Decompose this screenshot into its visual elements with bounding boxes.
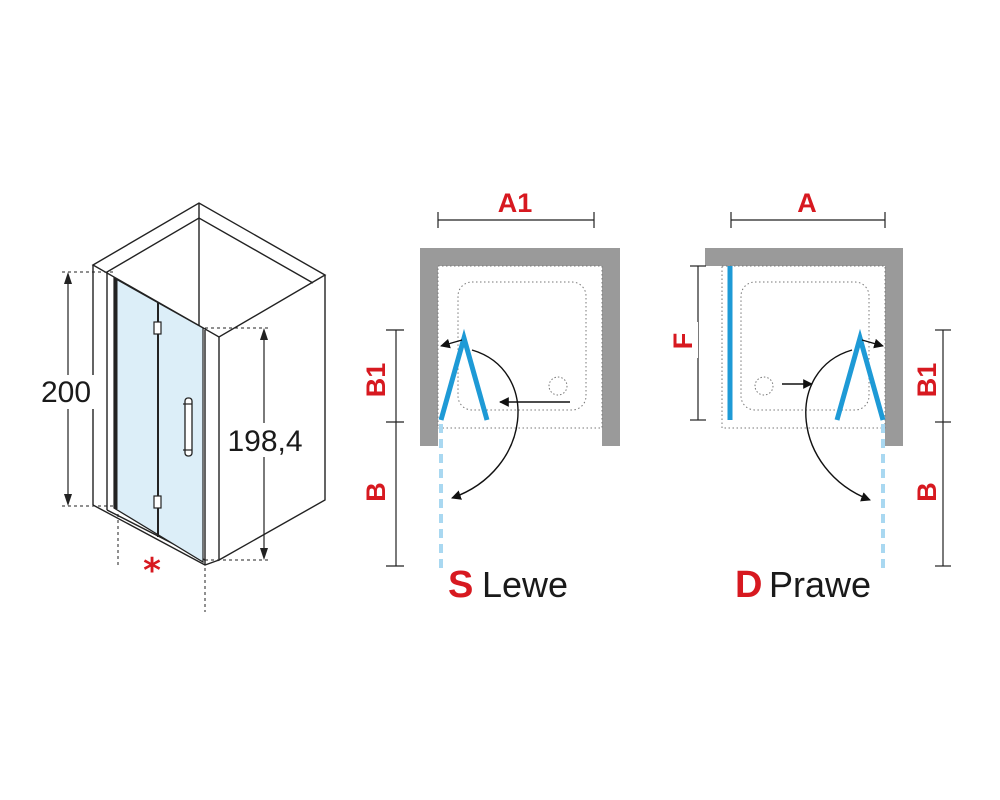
drain bbox=[754, 376, 774, 396]
reference-lines bbox=[62, 271, 270, 612]
caption-word-lewe: Lewe bbox=[482, 564, 568, 605]
width-label-a1: A1 bbox=[498, 188, 533, 218]
depth-label-b1: B1 bbox=[361, 363, 391, 398]
right-plan: A F B1 B bbox=[668, 188, 951, 606]
left-plan: A1 B1 B S Lewe bbox=[358, 188, 620, 606]
right-wall bbox=[885, 248, 903, 446]
depth-label-b1: B1 bbox=[912, 363, 942, 398]
dimension-b1-b bbox=[935, 329, 951, 567]
depth-label-b: B bbox=[361, 482, 391, 502]
folding-door bbox=[834, 328, 886, 421]
swing-arc bbox=[805, 349, 871, 502]
folding-door bbox=[438, 328, 490, 421]
door-handle bbox=[184, 397, 193, 457]
shower-tray-outline bbox=[721, 265, 886, 429]
back-wall bbox=[705, 248, 903, 266]
caption-letter-s: S bbox=[448, 564, 473, 606]
dimension-b1-b bbox=[386, 329, 404, 567]
hinge-bottom bbox=[153, 495, 162, 509]
drain bbox=[548, 376, 568, 396]
height-total-label: 200 bbox=[41, 376, 91, 409]
width-label-a: A bbox=[797, 188, 817, 218]
asterisk-marker: * bbox=[143, 551, 161, 591]
dimension-a1 bbox=[437, 212, 595, 228]
caption-word-prawe: Prawe bbox=[769, 564, 871, 605]
caption-letter-d: D bbox=[735, 564, 762, 606]
fixed-label-f: F bbox=[668, 333, 698, 350]
dimension-a bbox=[730, 212, 886, 228]
height-door-label: 198,4 bbox=[227, 425, 302, 458]
left-wall bbox=[420, 248, 438, 446]
swing-arc bbox=[451, 349, 519, 500]
hinge-top bbox=[153, 321, 162, 335]
shower-tray-outline bbox=[437, 265, 603, 429]
right-wall bbox=[602, 248, 620, 446]
tray-inner bbox=[740, 281, 870, 411]
back-wall bbox=[420, 248, 620, 266]
depth-label-b: B bbox=[912, 482, 942, 502]
perspective-view: 200 198,4 * bbox=[38, 202, 327, 612]
